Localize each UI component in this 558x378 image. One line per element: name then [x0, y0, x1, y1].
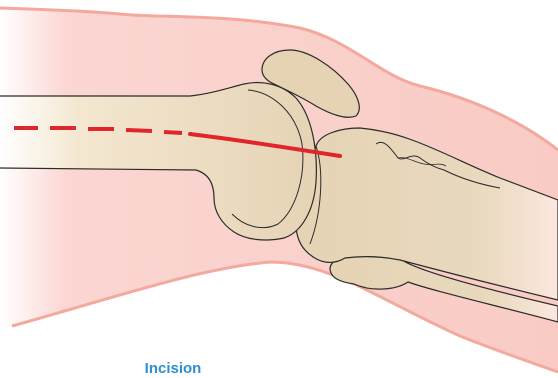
incision-label: Incision [118, 360, 228, 378]
incision-dash-5 [164, 132, 182, 133]
incision-dash-4 [126, 130, 152, 131]
